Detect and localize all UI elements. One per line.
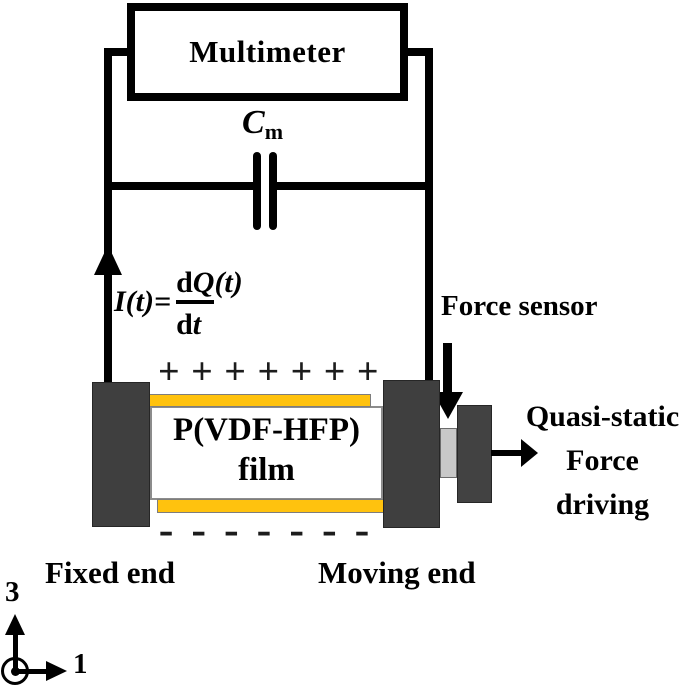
drive-arrow-shaft — [491, 450, 522, 456]
multimeter-label: Multimeter — [189, 34, 346, 69]
wire-left-vertical — [104, 48, 112, 386]
quasi-static-drive-label: Quasi-static Force driving — [505, 395, 700, 527]
axis-origin-dot-icon — [11, 667, 20, 676]
bottom-electrode — [157, 499, 384, 513]
capacitor-symbol: C — [242, 104, 265, 141]
capacitor-subscript: m — [264, 119, 284, 144]
drive-attachment-block — [457, 405, 492, 503]
top-electrode — [145, 394, 371, 407]
film-label-line1: P(VDF-HFP) — [173, 412, 360, 448]
capacitor-plate-right — [269, 152, 277, 230]
wire-left-top-connector — [104, 48, 134, 56]
wire-right-vertical — [425, 48, 433, 384]
moving-end-label: Moving end — [318, 555, 476, 590]
capacitor-wire-right — [273, 182, 433, 190]
drive-label-line1: Quasi-static — [525, 400, 680, 433]
wire-right-top-connector — [402, 48, 433, 56]
equation-denominator-d: d — [176, 307, 193, 341]
moving-end-clamp — [383, 380, 440, 528]
axis-3-label: 3 — [5, 576, 20, 608]
current-direction-arrow-icon — [94, 245, 122, 275]
capacitor-label: Cm — [242, 104, 283, 145]
positive-charge-row: + + + + + + + — [158, 351, 379, 393]
axis-1-arrow-icon — [46, 661, 67, 681]
equation-fraction-bar — [176, 300, 215, 304]
force-sensor-label: Force sensor — [441, 290, 598, 322]
axis-1-label: 1 — [73, 648, 88, 680]
axis-3-arrow-shaft — [13, 633, 18, 671]
equation-numerator-d: d — [176, 266, 193, 299]
fixed-end-label: Fixed end — [45, 555, 176, 590]
equation-denominator-var: t — [192, 307, 202, 341]
capacitor-plate-left — [253, 152, 261, 230]
pvdf-film: P(VDF-HFP) film — [150, 406, 383, 500]
force-sensor-arrow-shaft — [443, 343, 452, 394]
film-label-line2: film — [238, 452, 295, 488]
multimeter-box: Multimeter — [127, 3, 408, 101]
axis-3-arrow-icon — [5, 614, 25, 635]
force-sensor-block — [440, 428, 457, 478]
negative-charge-row: - - - - - - - — [158, 505, 370, 554]
axis-1-arrow-shaft — [15, 669, 49, 674]
capacitor-wire-left — [104, 182, 257, 190]
drive-arrow-icon — [521, 439, 538, 467]
drive-label-line2: Force — [566, 444, 639, 477]
equation-lhs: I(t)= — [114, 284, 172, 318]
fixed-end-clamp — [92, 382, 150, 527]
equation-numerator-var: Q(t) — [192, 266, 243, 299]
drive-label-line3: driving — [555, 488, 650, 521]
